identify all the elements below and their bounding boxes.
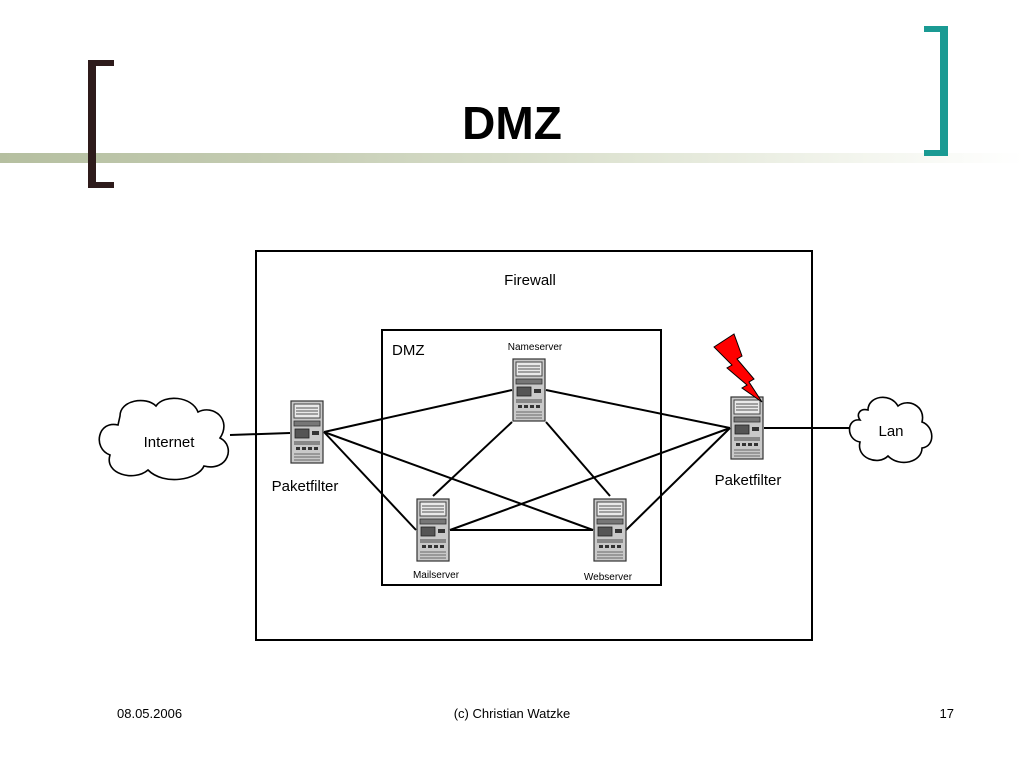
internet-label: Internet [144, 434, 196, 451]
link-nameserver-mailserver [432, 421, 513, 497]
nameserver-label: Nameserver [508, 342, 563, 353]
paketfilter-left-server-icon [290, 400, 324, 464]
footer-author: (c) Christian Watzke [453, 706, 571, 721]
link-webserver-pf-right [625, 427, 731, 531]
link-internet-paketfilter [229, 432, 291, 436]
lan-label: Lan [878, 423, 903, 440]
mailserver-label: Mailserver [413, 570, 460, 581]
footer-date: 08.05.2006 [117, 706, 183, 721]
firewall-label: Firewall [504, 272, 556, 289]
link-pf-left-webserver [323, 431, 594, 531]
network-links [229, 389, 852, 531]
mailserver-server-icon [416, 498, 450, 562]
nameserver-server-icon [512, 358, 546, 422]
link-pf-left-mailserver [323, 431, 417, 531]
webserver-label: Webserver [584, 572, 633, 583]
slide-title: DMZ [462, 97, 562, 149]
title-underline-bar [0, 153, 1024, 163]
internet-cloud: Internet [98, 397, 230, 481]
dmz-label: DMZ [392, 342, 425, 359]
left-bracket-decoration [88, 60, 114, 188]
footer-page-number: 17 [939, 706, 954, 721]
paketfilter-left-label: Paketfilter [272, 478, 339, 495]
link-pf-left-nameserver [323, 389, 513, 433]
link-nameserver-webserver [545, 421, 611, 497]
link-nameserver-pf-right [545, 389, 731, 429]
link-mailserver-pf-right [449, 427, 731, 531]
lan-cloud: Lan [848, 396, 933, 464]
paketfilter-right-server-icon [730, 396, 764, 460]
lightning-bolt-icon [713, 333, 763, 403]
webserver-server-icon [593, 498, 627, 562]
right-bracket-decoration [924, 26, 948, 156]
paketfilter-right-label: Paketfilter [715, 472, 782, 489]
